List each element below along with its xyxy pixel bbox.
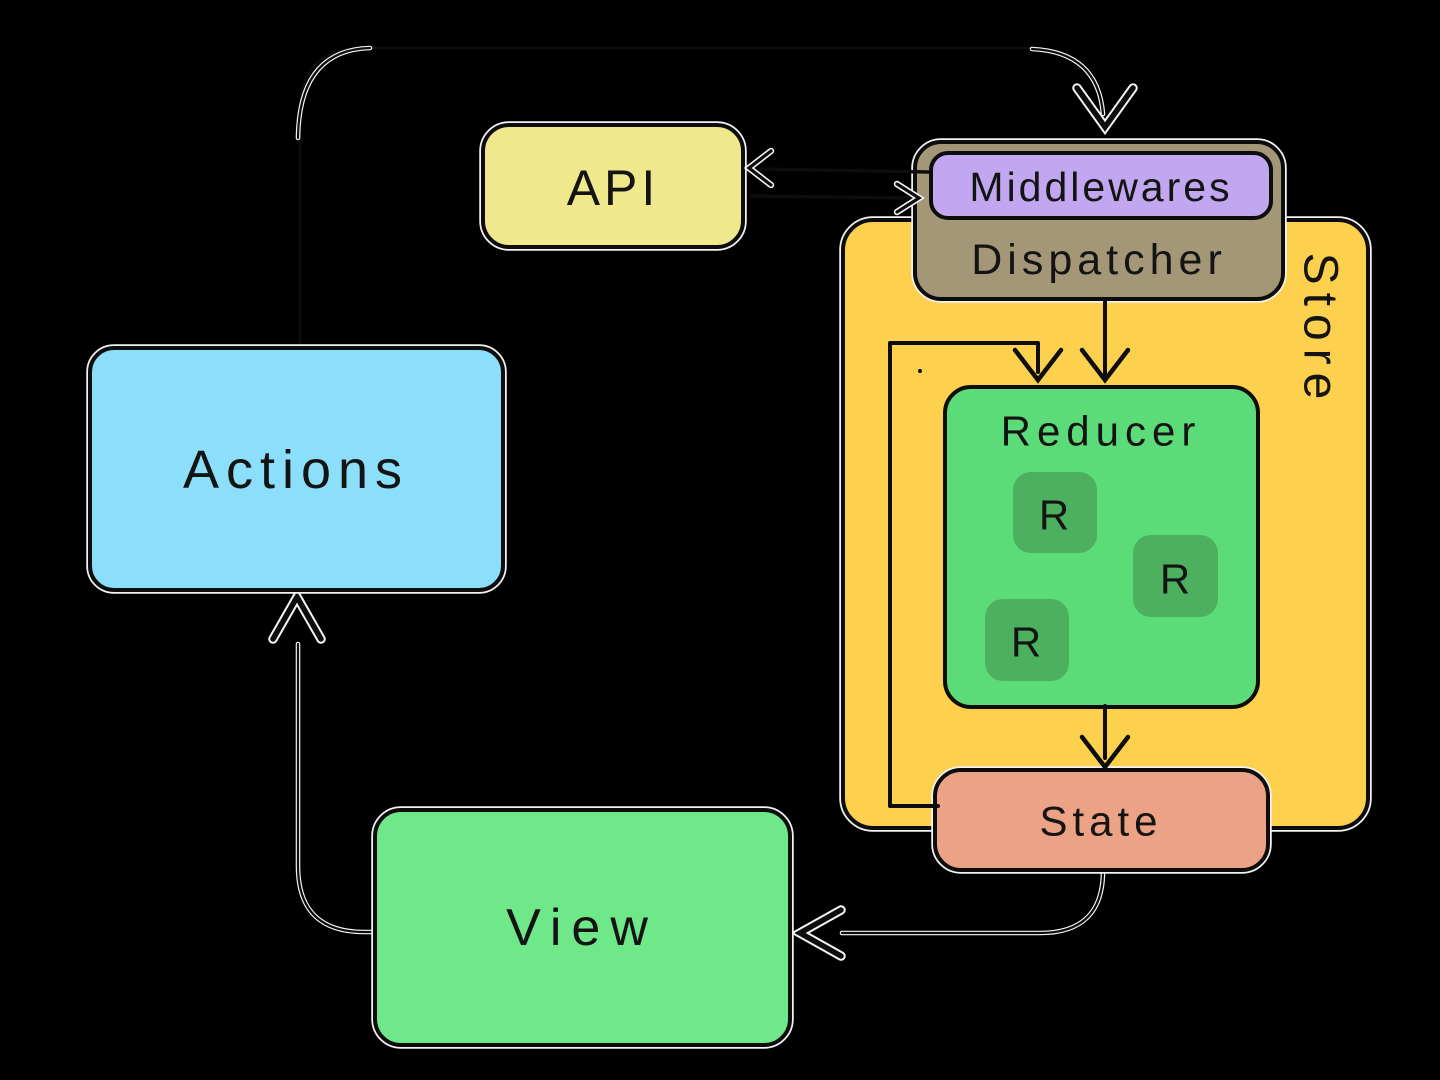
dispatcher-label: Dispatcher — [971, 236, 1227, 284]
actions-box: Actions — [90, 348, 503, 590]
reducer-r1-badge: R — [1013, 472, 1097, 553]
ink-dot — [918, 369, 922, 373]
actions-label: Actions — [183, 440, 409, 500]
api-label: API — [567, 160, 660, 216]
dispatcher-box: Dispatcher — [915, 142, 1283, 299]
reducer-r1-label: R — [1039, 492, 1069, 539]
reducer-r2-label: R — [1160, 556, 1190, 603]
view-box: View — [375, 810, 790, 1045]
reducer-r3-badge: R — [985, 599, 1069, 681]
state-box: State — [935, 770, 1268, 870]
reducer-r3-label: R — [1011, 619, 1041, 666]
store-label: Store — [1294, 253, 1347, 408]
state-label: State — [1039, 798, 1162, 845]
middlewares-box: Middlewares — [929, 151, 1273, 220]
reducer-r2-badge: R — [1133, 535, 1218, 617]
middlewares-label: Middlewares — [969, 164, 1232, 210]
reducer-label: Reducer — [1001, 408, 1202, 455]
store-box: Store — [843, 220, 1368, 828]
view-label: View — [506, 899, 658, 957]
reducer-box: Reducer — [943, 385, 1260, 709]
api-box: API — [483, 125, 743, 247]
